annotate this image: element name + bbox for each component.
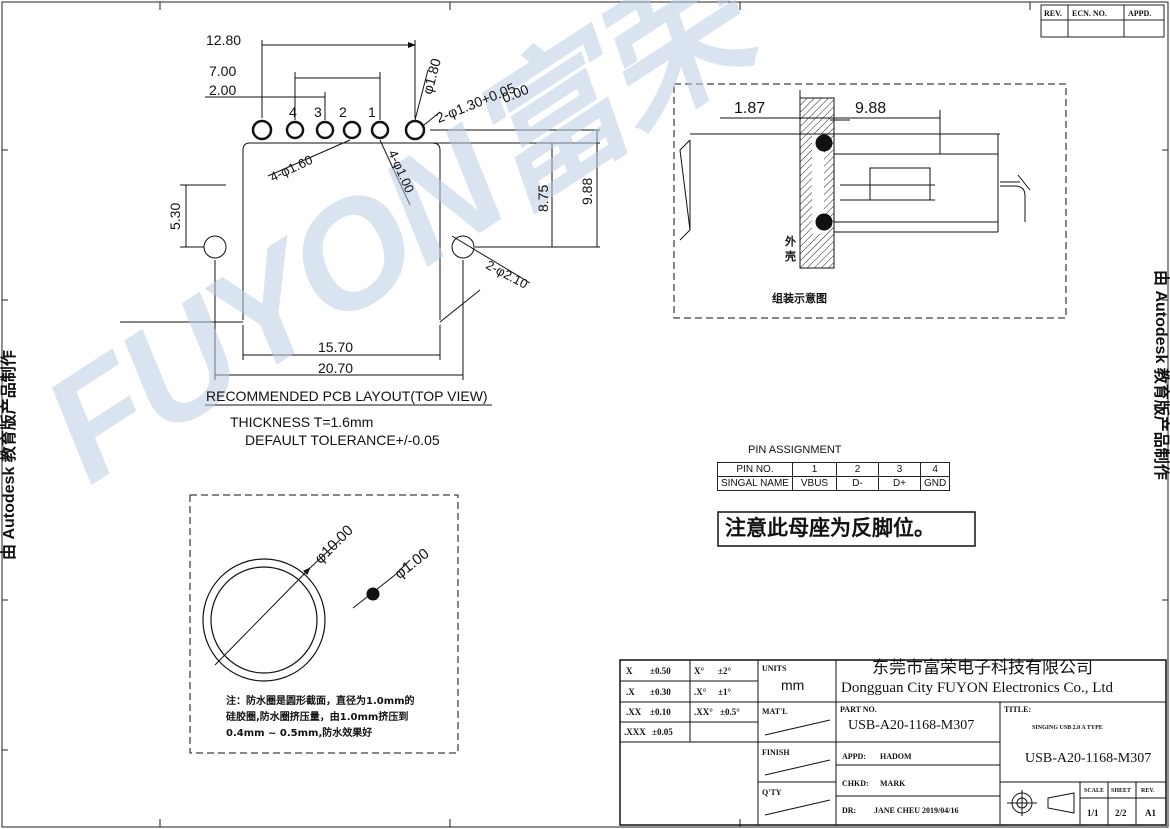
rev-value: A1 (1145, 808, 1156, 818)
assembly-shell-label: 外 壳 (785, 236, 796, 264)
company-cn: 东莞市富荣电子科技有限公司 (872, 658, 1093, 678)
title-value: SINGING USB 2.0 A TYPE (1032, 725, 1103, 731)
tol-x-label: X (626, 666, 633, 676)
scale-label: SCALE (1084, 788, 1105, 794)
dim-7-00: 7.00 (209, 63, 237, 79)
tol-x2-value: ±0.10 (650, 707, 671, 717)
dim-15-70: 15.70 (318, 339, 354, 355)
ecn-header: ECN. NO. (1072, 9, 1107, 18)
table-row: SINGAL NAME VBUS D- D+ GND (717, 476, 951, 491)
pin-no-cell: 1 (791, 462, 837, 477)
chkd-value: MARK (880, 779, 906, 788)
tol-xdeg-label: X° (694, 666, 705, 676)
pin-label-4: 4 (289, 104, 297, 120)
seal-note-line-2: 硅胶圈,防水圈挤压量，由1.0mm挤压到 (226, 712, 409, 723)
dim-12-80: 12.80 (206, 32, 242, 48)
material-label: MAT'L (762, 707, 788, 716)
dim-8-75: 8.75 (535, 184, 551, 212)
note-banner: 注意此母座为反脚位。 (725, 516, 935, 540)
side-text-left: 由 Autodesk 教育版产品制作 (1, 350, 18, 560)
appd-value: HADOM (880, 752, 912, 761)
side-text-right: 由 Autodesk 教育版产品制作 (1152, 270, 1169, 480)
appd-label: APPD: (842, 752, 866, 761)
dim-5-30: 5.30 (167, 202, 183, 230)
pin-no-cell: 4 (919, 462, 951, 477)
rev-header: REV. (1044, 9, 1062, 18)
seal-note-line-3: 0.4mm ~ 0.5mm,防水效果好 (226, 728, 373, 739)
dim-20-70: 20.70 (318, 360, 354, 376)
tol-x1-label: .X (626, 687, 635, 697)
signal-name-cell: D+ (877, 476, 921, 491)
signal-name-cell: GND (919, 476, 951, 491)
dr-label: DR: (842, 806, 857, 815)
signal-name-cell: D- (835, 476, 879, 491)
pin-label-1: 1 (368, 104, 376, 120)
tol-x3-label: .XXX (624, 727, 646, 737)
title-label: TITLE: (1004, 705, 1032, 714)
sheet-value: 2/2 (1115, 808, 1127, 818)
dr-value: JANE CHEU 2019/04/16 (874, 806, 959, 815)
assembly-dim-1-87: 1.87 (734, 100, 766, 117)
chkd-label: CHKD: (842, 779, 869, 788)
units-label: UNITS (762, 664, 787, 673)
pin-no-cell: 3 (877, 462, 921, 477)
part-no-label: PART NO. (840, 705, 877, 714)
rev-label: REV. (1141, 788, 1155, 794)
units-value: mm (781, 677, 805, 693)
tol-xdeg-value: ±2° (718, 666, 732, 676)
pin-label-3: 3 (314, 104, 322, 120)
pin-no-cell: 2 (835, 462, 879, 477)
signal-name-cell: VBUS (791, 476, 837, 491)
seal-detail-geometry (189, 494, 459, 754)
pin-assignment-table: PIN NO. 1 2 3 4 SINGAL NAME VBUS D- D+ G… (717, 462, 951, 491)
pcb-layout-title: RECOMMENDED PCB LAYOUT(TOP VIEW) (206, 388, 488, 404)
tol-x1deg-value: ±1° (718, 687, 732, 697)
dim-9-88: 9.88 (579, 177, 595, 205)
qty-label: Q'TY (762, 788, 782, 797)
note-banner-box (717, 511, 976, 547)
pin-label-2: 2 (339, 104, 347, 120)
scale-value: 1/1 (1087, 808, 1099, 818)
pin-no-header: PIN NO. (717, 462, 793, 477)
pin-assignment-title: PIN ASSIGNMENT (748, 444, 842, 456)
tol-x3-value: ±0.05 (652, 727, 673, 737)
part-no-value: USB-A20-1168-M307 (848, 718, 975, 733)
finish-label: FINISH (762, 748, 790, 757)
company-en: Dongguan City FUYON Electronics Co., Ltd (841, 680, 1114, 696)
pcb-thickness: THICKNESS T=1.6mm (230, 414, 374, 430)
tol-x2-label: .XX (626, 707, 642, 717)
assembly-caption: 组装示意图 (772, 293, 827, 305)
assembly-geometry (673, 83, 1067, 319)
pcb-tolerance: DEFAULT TOLERANCE+/-0.05 (245, 432, 440, 448)
tol-x-value: ±0.50 (650, 666, 671, 676)
drawing-number: USB-A20-1168-M307 (1025, 751, 1152, 766)
tol-x2deg-value: ±0.5° (720, 707, 740, 717)
dim-2-00: 2.00 (209, 82, 237, 98)
sheet-label: SHEET (1111, 788, 1132, 794)
signal-name-header: SINGAL NAME (717, 476, 793, 491)
tol-x1-value: ±0.30 (650, 687, 671, 697)
tol-x2deg-label: .XX° (694, 707, 713, 717)
assembly-dim-9-88: 9.88 (855, 100, 887, 117)
pcb-layout-geometry (120, 40, 600, 406)
table-row: PIN NO. 1 2 3 4 (717, 462, 951, 477)
title-block-lines (619, 659, 1167, 826)
revision-block (1040, 4, 1165, 38)
appd-header: APPD. (1128, 9, 1152, 18)
seal-note-line-1: 注：防水圈是圆形截面，直径为1.0mm的 (226, 696, 415, 707)
tol-x1deg-label: .X° (694, 687, 707, 697)
